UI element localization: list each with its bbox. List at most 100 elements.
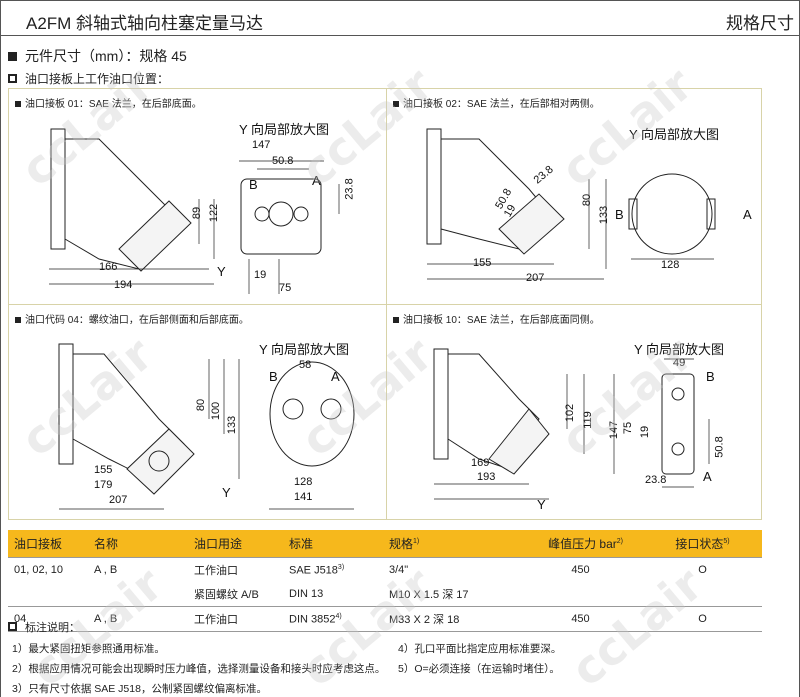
dim-label: 102 <box>564 403 577 423</box>
cell: 工作油口 <box>188 606 283 632</box>
note-item: 4）孔口平面比指定应用标准要深。 <box>398 643 562 655</box>
view-label: Y 向局部放大图 <box>259 342 350 357</box>
note-item: 2）根据应用情况可能会出现瞬时压力峰值，选择测量设备和接头时应考虑这点。 <box>12 663 386 675</box>
panel-title-01: 油口接板 01：SAE 法兰，在后部底面。 <box>15 95 202 110</box>
table-row: 04 A , B 工作油口 DIN 38524) M33 X 2 深 18 45… <box>8 606 762 632</box>
cell: 450 <box>518 606 643 632</box>
view-direction-y: Y <box>537 497 546 512</box>
port-b-label: B <box>269 369 278 384</box>
dim-label: 19 <box>254 269 267 281</box>
view-direction-y: Y <box>222 485 231 500</box>
dim-label: 166 <box>99 261 118 273</box>
col-header: 峰值压力 bar2) <box>518 530 643 558</box>
dim-label: 147 <box>608 420 621 440</box>
dim-label: 128 <box>661 259 680 271</box>
cell <box>518 582 643 607</box>
dim-label: 80 <box>195 398 208 412</box>
technical-drawings <box>49 128 716 510</box>
col-header: 标准 <box>283 530 383 558</box>
dim-label: 193 <box>477 471 496 483</box>
section-heading: 元件尺寸（mm）：规格 45 <box>8 46 187 66</box>
cell: O <box>643 606 762 632</box>
port-b-label: B <box>706 369 715 384</box>
port-a-label: A <box>703 469 712 484</box>
motor-side-view-04 <box>58 343 240 510</box>
view-label: Y 向局部放大图 <box>239 122 330 137</box>
cell: DIN 38524) <box>283 606 383 632</box>
panel-title-text: 油口接板 02：SAE 法兰，在后部相对两侧。 <box>403 99 600 110</box>
dim-label: 49 <box>673 357 686 369</box>
port-a-label: A <box>331 369 340 384</box>
panel-title-04: 油口代码 04：螺纹油口，在后部侧面和后部底面。 <box>15 311 249 326</box>
panel-title-text: 油口代码 04：螺纹油口，在后部侧面和后部底面。 <box>25 315 249 326</box>
cell: 04 <box>8 606 88 632</box>
col-header: 接口状态5) <box>643 530 762 558</box>
section-subheading-text: 油口接板上工作油口位置： <box>25 72 170 86</box>
cell <box>88 582 188 607</box>
port-view-01 <box>239 160 340 294</box>
col-header: 油口用途 <box>188 530 283 558</box>
dim-label: 155 <box>473 257 492 269</box>
bullet-square-icon <box>393 101 399 107</box>
bullet-open-square-icon <box>8 622 17 631</box>
drawing-panels: 油口接板 01：SAE 法兰，在后部底面。 Y 向局部放大图 147 50.8 … <box>8 88 762 520</box>
dim-label: 23.8 <box>645 474 667 486</box>
dim-label: 80 <box>581 193 594 207</box>
cell: M10 X 1.5 深 17 <box>389 589 469 601</box>
cell: A , B <box>88 606 188 632</box>
dim-label: 141 <box>294 491 313 503</box>
dim-label: 179 <box>94 479 113 491</box>
dim-label: 19 <box>639 425 652 439</box>
cell: 450 <box>571 564 590 576</box>
dim-label: 194 <box>114 279 133 291</box>
port-view-02 <box>628 173 716 260</box>
dim-label: 50.8 <box>713 436 726 458</box>
notes-heading: 标注说明： <box>8 619 80 635</box>
bullet-open-square-icon <box>8 74 17 83</box>
dim-label: 147 <box>252 139 271 151</box>
notes-heading-text: 标注说明： <box>25 622 80 634</box>
dim-label: 155 <box>94 464 113 476</box>
bullet-square-icon <box>15 317 21 323</box>
dim-label: 89 <box>191 206 204 220</box>
cell: SAE J5183) <box>289 563 345 577</box>
port-b-label: B <box>615 207 624 222</box>
dim-label: 207 <box>109 494 128 506</box>
port-a-label: A <box>743 207 752 222</box>
dim-label: 133 <box>226 415 239 435</box>
port-spec-table: 油口接板 名称 油口用途 标准 规格1) 峰值压力 bar2) 接口状态5) 0… <box>8 530 762 632</box>
table-header-row: 油口接板 名称 油口用途 标准 规格1) 峰值压力 bar2) 接口状态5) <box>8 530 762 558</box>
cell: 紧固螺纹 A/B <box>194 589 259 601</box>
col-header: 规格1) <box>383 530 518 558</box>
cell: O <box>698 564 707 576</box>
cell: 工作油口 <box>194 565 238 577</box>
cell: A , B <box>94 564 118 576</box>
page-title: A2FM 斜轴式轴向柱塞定量马达 <box>26 14 264 33</box>
port-a-label: A <box>312 173 321 188</box>
panel-title-text: 油口接板 01：SAE 法兰，在后部底面。 <box>25 99 202 110</box>
dim-label: 75 <box>622 421 635 435</box>
table-row: 01, 02, 10 A , B 工作油口 SAE J5183) 3/4" 45… <box>8 558 762 583</box>
dim-label: 50.8 <box>272 155 294 167</box>
section-subheading: 油口接板上工作油口位置： <box>8 70 169 87</box>
dim-label: 23.8 <box>343 178 356 200</box>
cell: M33 X 2 深 18 <box>383 606 518 632</box>
dim-label: 169 <box>471 457 490 469</box>
view-label: Y 向局部放大图 <box>634 342 725 357</box>
note-item: 3）只有尺寸依据 SAE J518，公制紧固螺纹偏离标准。 <box>12 683 267 695</box>
bullet-square-icon <box>8 52 17 61</box>
header-bar: A2FM 斜轴式轴向柱塞定量马达 规格尺寸 <box>0 0 800 36</box>
divider <box>9 304 761 305</box>
cell: 01, 02, 10 <box>14 564 63 576</box>
dim-label: 119 <box>581 411 594 429</box>
bullet-square-icon <box>393 317 399 323</box>
cell <box>8 582 88 607</box>
header-right-label: 规格尺寸 <box>726 14 794 33</box>
port-view-10 <box>613 358 710 488</box>
note-item: 5）O=必须连接（在运输时堵住）。 <box>398 663 560 675</box>
col-header: 名称 <box>88 530 188 558</box>
motor-side-view-01 <box>49 128 215 285</box>
dim-label: 100 <box>210 401 223 421</box>
port-b-label: B <box>249 177 258 192</box>
panel-title-10: 油口接板 10：SAE 法兰，在后部底面同侧。 <box>393 311 600 326</box>
